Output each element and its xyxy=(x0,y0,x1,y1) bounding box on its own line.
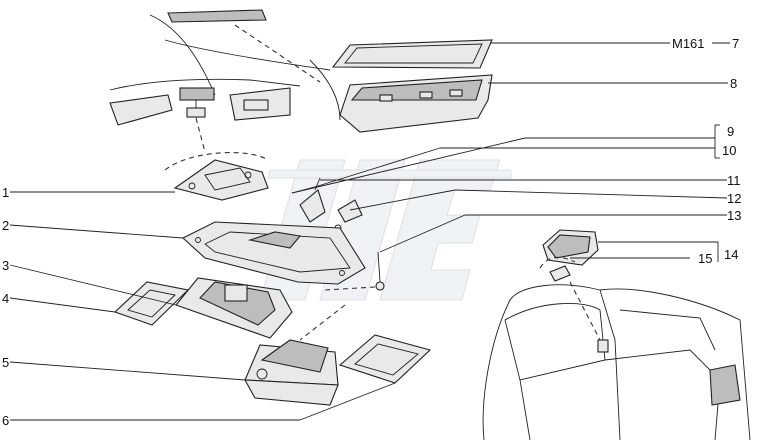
callout-4: 4 xyxy=(2,291,9,306)
callout-15: 15 xyxy=(698,251,712,266)
arc-indicator xyxy=(164,152,269,171)
dashed-arrow-down xyxy=(195,117,206,153)
dashed-arrow-top xyxy=(234,24,321,83)
callout-labels: 1 2 3 4 5 6 M161 7 8 9 10 11 12 13 14 15 xyxy=(2,36,741,428)
callout-2: 2 xyxy=(2,218,9,233)
callout-14: 14 xyxy=(724,247,738,262)
callout-5: 5 xyxy=(2,355,9,370)
callout-3: 3 xyxy=(2,258,9,273)
callout-7: 7 xyxy=(732,36,739,51)
part-6-lens xyxy=(338,334,432,384)
interior-sketch xyxy=(109,9,341,126)
callout-8: 8 xyxy=(730,76,737,91)
top-view-light xyxy=(167,9,267,23)
part-5-light-unit xyxy=(244,339,339,406)
callout-6: 6 xyxy=(2,413,9,428)
dashed-arrow-5 xyxy=(299,304,346,341)
part-15-bulb xyxy=(549,265,571,282)
sun-visor-left xyxy=(109,94,173,126)
callout-13: 13 xyxy=(727,208,741,223)
part-7-frame xyxy=(331,39,493,69)
part-2-main-panel xyxy=(182,221,366,285)
interior-light-sketch xyxy=(179,87,215,101)
callout-9: 9 xyxy=(727,124,734,139)
callout-11: 11 xyxy=(727,173,741,188)
leader-lines xyxy=(9,42,730,421)
part-1-bracket xyxy=(173,159,269,201)
callout-12: 12 xyxy=(727,191,741,206)
code-m161: M161 xyxy=(672,36,705,51)
vanity-mirror xyxy=(243,99,269,111)
rearview-mirror xyxy=(186,107,206,118)
part-14-lamp xyxy=(542,229,599,266)
rear-car-sketch xyxy=(482,281,751,441)
part-3-console xyxy=(175,277,293,339)
arc-indicator-bulb xyxy=(539,256,576,269)
part-8-lamp-housing xyxy=(339,74,493,133)
part-13-screw xyxy=(324,251,385,291)
callout-1: 1 xyxy=(2,185,9,200)
callout-10: 10 xyxy=(722,143,736,158)
